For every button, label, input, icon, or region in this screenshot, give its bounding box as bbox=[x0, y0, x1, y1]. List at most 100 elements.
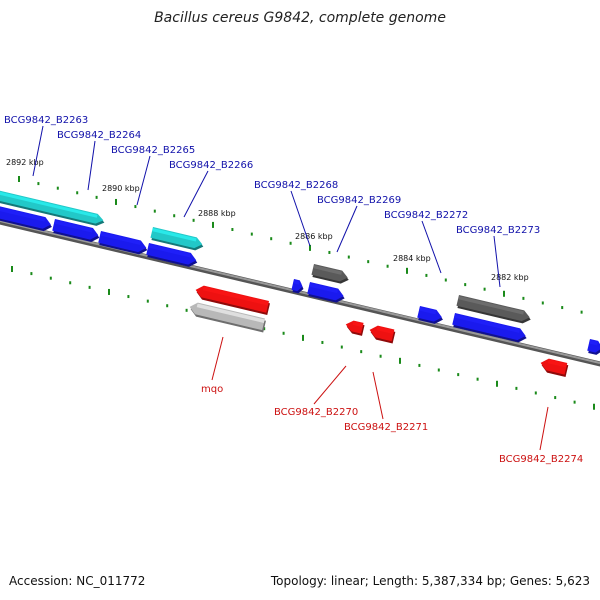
minor-tick bbox=[166, 304, 169, 308]
minor-tick bbox=[425, 273, 428, 277]
cds-arrow-bcg9842-b2271 bbox=[369, 325, 396, 344]
cds-arrow-mqo bbox=[195, 285, 271, 316]
minor-tick bbox=[95, 195, 98, 199]
minor-tick bbox=[444, 278, 447, 282]
gene-label-mqo: mqo bbox=[201, 384, 223, 395]
minor-tick bbox=[250, 232, 253, 236]
minor-tick bbox=[457, 373, 460, 377]
feature-arrow-mqo bbox=[189, 302, 266, 333]
gene-label-bcg9842-b2264: BCG9842_B2264 bbox=[57, 130, 141, 141]
major-tick bbox=[503, 290, 505, 297]
gene-arrow-bcg9842-b2263 bbox=[0, 186, 105, 226]
gene-label-bcg9842-b2269: BCG9842_B2269 bbox=[317, 195, 401, 206]
major-tick bbox=[309, 244, 311, 251]
cds-arrow-bcg9842-b2273 bbox=[452, 313, 527, 343]
minor-tick bbox=[464, 283, 467, 287]
minor-tick bbox=[534, 391, 537, 395]
minor-tick bbox=[573, 400, 576, 404]
gene-label-bcg9842-b2274: BCG9842_B2274 bbox=[499, 454, 583, 465]
cds-arrow-bcg9842-b2268 bbox=[307, 282, 345, 303]
major-tick bbox=[212, 221, 214, 228]
major-tick bbox=[593, 403, 595, 410]
minor-tick bbox=[289, 241, 292, 245]
major-tick bbox=[406, 267, 408, 274]
map-title: Bacillus cereus G9842, complete genome bbox=[154, 10, 446, 26]
minor-tick bbox=[127, 295, 130, 299]
major-tick bbox=[399, 357, 401, 364]
minor-tick bbox=[437, 368, 440, 372]
cds-arrow-bcg9842-b2263 bbox=[0, 204, 52, 232]
minor-tick bbox=[340, 345, 343, 349]
minor-tick bbox=[37, 182, 40, 186]
gene-label-bcg9842-b2268: BCG9842_B2268 bbox=[254, 180, 338, 191]
feature-arrow-bcg9842-b2268 bbox=[311, 264, 349, 284]
minor-tick bbox=[328, 250, 331, 254]
reverse-leader-lines bbox=[211, 336, 549, 451]
minor-tick bbox=[270, 237, 273, 241]
kbp-label: 2890 kbp bbox=[102, 184, 140, 193]
minor-tick bbox=[134, 205, 137, 209]
kbp-label: 2882 kbp bbox=[491, 273, 529, 282]
major-tick bbox=[11, 266, 13, 272]
minor-tick bbox=[418, 363, 421, 367]
tick-track-upper bbox=[18, 176, 583, 314]
minor-tick bbox=[263, 327, 266, 331]
gene-label-bcg9842-b2273: BCG9842_B2273 bbox=[456, 225, 540, 236]
minor-tick bbox=[515, 386, 518, 390]
major-tick bbox=[496, 380, 498, 387]
gene-label-bcg9842-b2270: BCG9842_B2270 bbox=[274, 407, 358, 418]
kbp-label: 2886 kbp bbox=[295, 232, 333, 241]
gene-label-bcg9842-b2265: BCG9842_B2265 bbox=[111, 145, 195, 156]
gene-label-bcg9842-b2263: BCG9842_B2263 bbox=[4, 115, 88, 126]
minor-tick bbox=[282, 331, 285, 335]
cds-arrow-bcg9842-b2264 bbox=[52, 219, 100, 242]
gene-arrow-bcg9842-b2266 bbox=[150, 227, 204, 251]
minor-tick bbox=[347, 255, 350, 259]
major-tick bbox=[108, 288, 110, 295]
minor-tick bbox=[56, 186, 59, 190]
genome-backbone bbox=[0, 219, 600, 367]
gene-label-bcg9842-b2272: BCG9842_B2272 bbox=[384, 210, 468, 221]
kbp-label: 2892 kbp bbox=[6, 158, 44, 167]
minor-tick bbox=[76, 191, 79, 195]
cds-arrow-bcg9842-b2270 bbox=[345, 320, 365, 336]
minor-tick bbox=[580, 310, 583, 314]
minor-tick bbox=[146, 299, 149, 303]
minor-tick bbox=[476, 377, 479, 381]
genome-summary-text: Topology: linear; Length: 5,387,334 bp; … bbox=[270, 574, 590, 588]
major-tick bbox=[115, 198, 117, 205]
minor-tick bbox=[379, 354, 382, 358]
minor-tick bbox=[386, 264, 389, 268]
minor-tick bbox=[321, 340, 324, 344]
cds-arrow-bcg9842-b2265 bbox=[98, 231, 148, 255]
gene-label-bcg9842-b2271: BCG9842_B2271 bbox=[344, 422, 428, 433]
forward-leader-lines bbox=[32, 125, 501, 288]
feature-arrow-bcg9842-b2273 bbox=[456, 295, 531, 324]
cds-arrow-bcg9842-b2266 bbox=[146, 243, 198, 267]
major-tick bbox=[18, 176, 20, 182]
minor-tick bbox=[88, 285, 91, 289]
minor-tick bbox=[49, 276, 52, 280]
tick-track-lower bbox=[11, 266, 595, 410]
minor-tick bbox=[522, 296, 525, 300]
minor-tick bbox=[360, 350, 363, 354]
minor-tick bbox=[367, 260, 370, 264]
minor-tick bbox=[30, 272, 33, 276]
cds-arrow-bcg9842-b2272 bbox=[417, 306, 443, 324]
minor-tick bbox=[541, 301, 544, 305]
minor-tick bbox=[185, 308, 188, 312]
accession-text: Accession: NC_011772 bbox=[9, 574, 146, 588]
cds-arrow-bcg9842-b2274 bbox=[540, 358, 569, 377]
minor-tick bbox=[483, 287, 486, 291]
minor-tick bbox=[231, 228, 234, 232]
gene-label-bcg9842-b2266: BCG9842_B2266 bbox=[169, 160, 253, 171]
minor-tick bbox=[69, 281, 72, 285]
minor-tick bbox=[561, 306, 564, 310]
minor-tick bbox=[192, 218, 195, 222]
gene-features bbox=[0, 186, 600, 377]
minor-tick bbox=[153, 209, 156, 213]
cds-arrow-edge bbox=[587, 339, 600, 355]
cds-arrow-small bbox=[291, 279, 304, 294]
minor-tick bbox=[173, 214, 176, 218]
